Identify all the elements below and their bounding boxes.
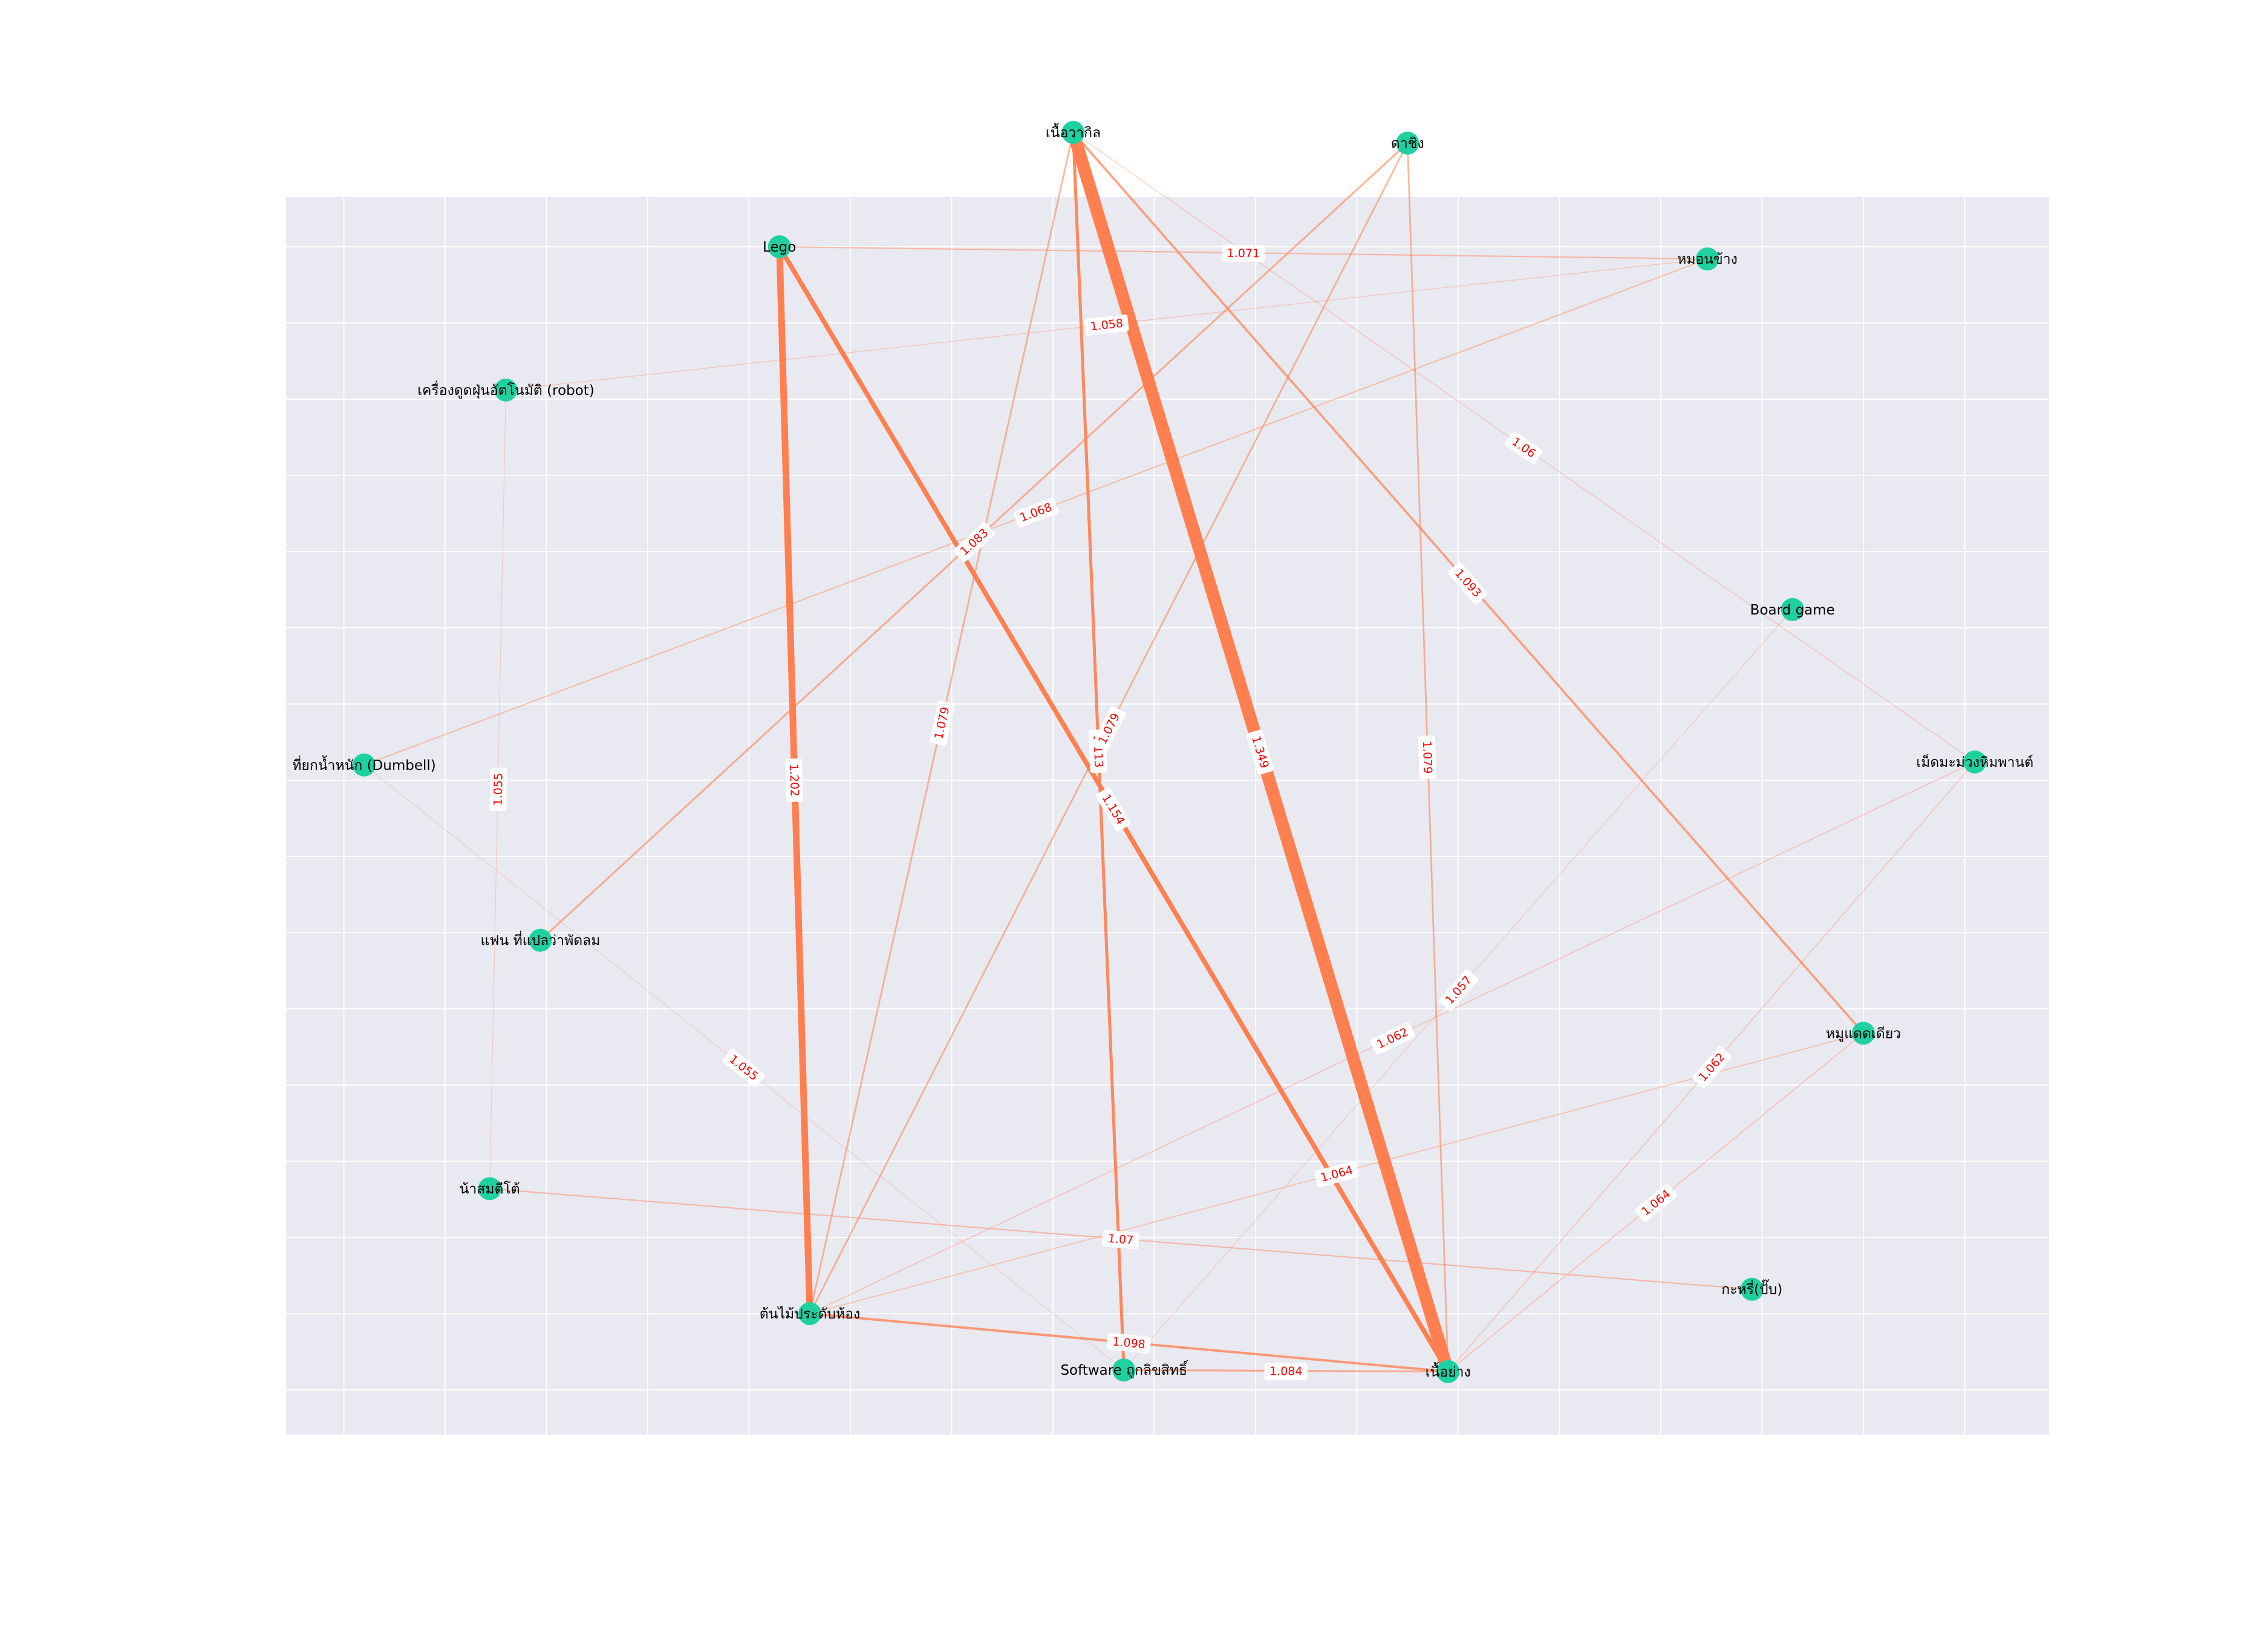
- node-label: หมูแดดเดียว: [1826, 1026, 1901, 1041]
- edge-weight-label-box: [1095, 787, 1131, 832]
- edge-weight-label-box: [1084, 315, 1129, 336]
- graph-node[interactable]: [353, 753, 376, 777]
- edge-weight-label: 1.057: [1439, 969, 1479, 1011]
- edge-weight-label: 1.071: [1222, 244, 1265, 262]
- edge-weight-label-box: [1370, 1022, 1415, 1055]
- edge-weight-label: 1.058: [1084, 315, 1129, 336]
- edge-weight-label: 1.055: [489, 768, 507, 812]
- edge-weight-text: 1.084: [1269, 1364, 1303, 1378]
- node-label: เนื้อวากิล: [1046, 123, 1101, 141]
- graph-node[interactable]: [1061, 121, 1085, 144]
- edge-weight-label-box: [1102, 1230, 1139, 1250]
- edge-weight-label-box: [1092, 706, 1126, 751]
- graph-node[interactable]: [1963, 750, 1987, 774]
- edge-weight-label-box: [785, 758, 803, 803]
- edge-weight-label: 1.06: [1505, 431, 1543, 464]
- graph-node[interactable]: [529, 928, 552, 952]
- graph-node[interactable]: [1396, 131, 1419, 155]
- edge-weight-label-box: [930, 700, 955, 746]
- edge-weight-label: 1.079: [1418, 735, 1436, 780]
- edge-weight-label-box: [1505, 431, 1543, 464]
- edge-weight-label: 1.202: [785, 758, 803, 803]
- edge-weight-text: 1.079: [1420, 741, 1435, 774]
- edge-weight-label: 1.084: [1264, 1363, 1308, 1380]
- node-label: หมอนข้าง: [1677, 252, 1738, 267]
- edge-weight-label-box: [953, 522, 996, 562]
- edge-weight-text: 1.055: [492, 773, 506, 806]
- node-label: กะหรี่(ปั๊บ): [1721, 1279, 1782, 1298]
- edge-weight-label-box: [1692, 1046, 1732, 1089]
- node-label: Board game: [1750, 602, 1835, 618]
- plot-background: [286, 197, 2049, 1435]
- node-label: Software ถูกลิขสิทธิ์: [1060, 1360, 1188, 1378]
- edge-weight-label-box: [1013, 497, 1059, 527]
- node-label: น้าสมตีโต้: [460, 1181, 520, 1197]
- graph-node[interactable]: [1436, 1360, 1460, 1383]
- node-label: เม็ดมะม่วงหิมพานต์: [1916, 753, 2033, 771]
- node-label: เครื่องดูดฝุ่นอัตโนมัติ (robot): [417, 380, 595, 399]
- graph-node[interactable]: [494, 378, 518, 402]
- node-label: เนื้อย่าง: [1426, 1362, 1471, 1380]
- graph-node[interactable]: [1696, 247, 1719, 271]
- edge-weight-label-box: [1418, 735, 1436, 780]
- graph-node[interactable]: [1781, 598, 1804, 621]
- node-label: แฟน ที่แปลว่าพัดลม: [480, 931, 600, 949]
- node-label: ที่ยกน้ำหนัก (Dumbell): [292, 755, 436, 774]
- edge-weight-label-box: [1246, 729, 1274, 775]
- graph-node[interactable]: [767, 235, 791, 258]
- edge-weight-label-box: [1635, 1183, 1678, 1222]
- edge-weight-label-box: [1448, 562, 1488, 604]
- node-label: ดาชิง: [1391, 136, 1424, 152]
- graph-node[interactable]: [1852, 1022, 1875, 1045]
- edge-weight-label: 1.068: [1013, 497, 1059, 527]
- edge-weight-text: 1.098: [1112, 1335, 1145, 1351]
- edge-weight-label-box: [1106, 1333, 1152, 1354]
- edge-weight-label-box: [1314, 1161, 1360, 1187]
- edge-weight-text: 1.07: [1107, 1232, 1134, 1247]
- edge-weight-label-box: [1222, 244, 1265, 262]
- edge-weight-label-box: [489, 768, 507, 812]
- edge-weight-label-box: [1439, 969, 1479, 1011]
- edge-weight-label: 1.07: [1102, 1230, 1139, 1250]
- node-label: ต้นไม้ประดับห้อง: [760, 1306, 860, 1322]
- node-label: Lego: [763, 240, 796, 255]
- graph-node[interactable]: [478, 1177, 501, 1201]
- edge-weight-label-box: [1264, 1363, 1308, 1380]
- edge-weight-text: 1.202: [787, 764, 801, 797]
- edge-weight-text: 1.071: [1227, 247, 1260, 261]
- nodes-layer: [353, 121, 1987, 1383]
- graph-node[interactable]: [798, 1302, 821, 1325]
- graph-node[interactable]: [1112, 1358, 1136, 1382]
- edge-weight-label: 1.098: [1106, 1333, 1152, 1354]
- edge-weight-label-box: [722, 1049, 765, 1087]
- graph-node[interactable]: [1740, 1277, 1764, 1301]
